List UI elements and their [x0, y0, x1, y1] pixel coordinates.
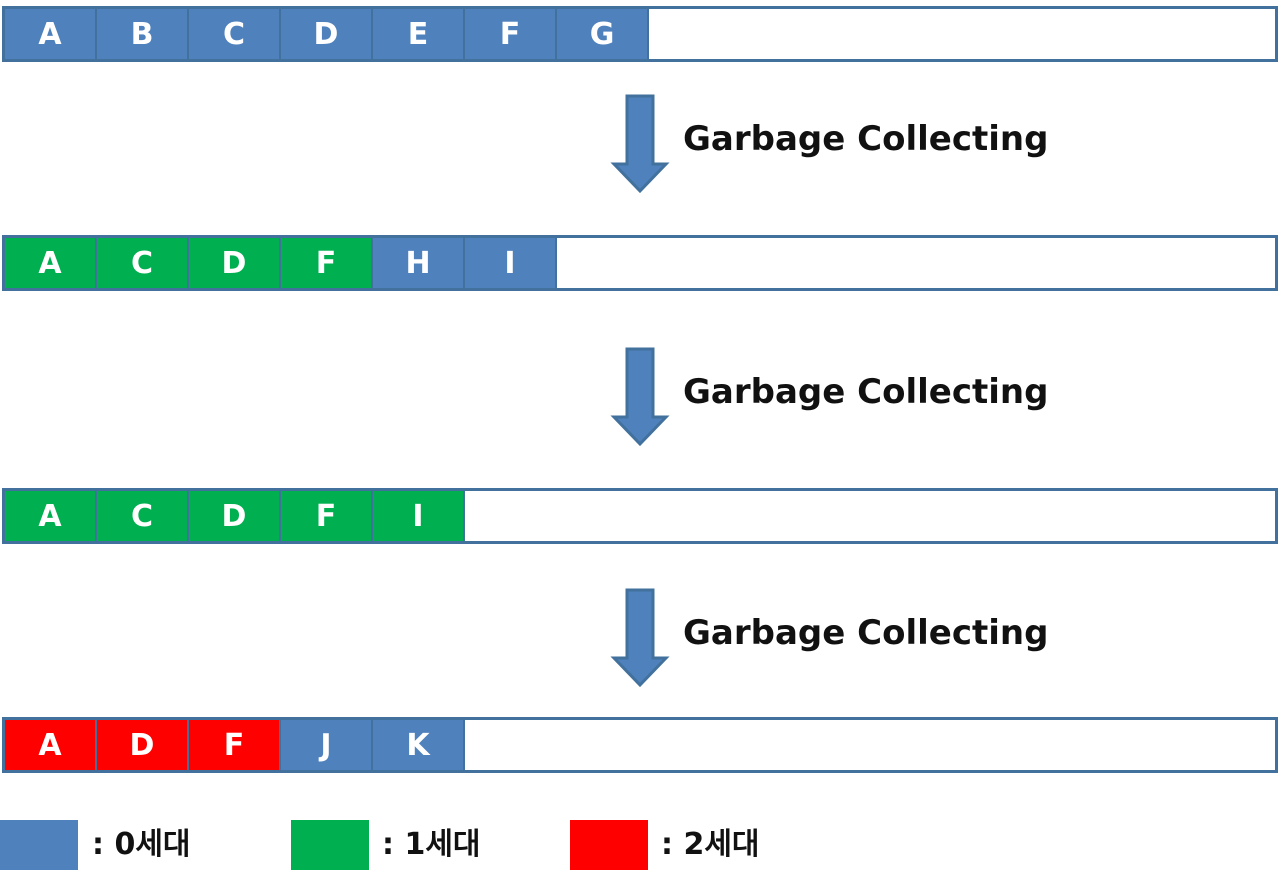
memory-cell-a: A — [5, 238, 97, 288]
legend-swatch-gen2 — [570, 820, 648, 870]
memory-cell-e: E — [373, 9, 465, 59]
gc-label-1: Garbage Collecting — [683, 119, 1049, 159]
memory-cell-j: J — [281, 720, 373, 770]
down-arrow-icon — [610, 588, 670, 688]
legend-label-gen1: : 1세대 — [382, 827, 481, 862]
memory-cell-i: I — [373, 491, 465, 541]
memory-cell-k: K — [373, 720, 465, 770]
memory-cell-d: D — [189, 238, 281, 288]
memory-cell-c: C — [97, 238, 189, 288]
gc-label-3: Garbage Collecting — [683, 613, 1049, 653]
memory-cell-h: H — [373, 238, 465, 288]
memory-cell-a: A — [5, 491, 97, 541]
memory-cell-f: F — [281, 491, 373, 541]
memory-cell-d: D — [97, 720, 189, 770]
memory-cell-b: B — [97, 9, 189, 59]
gc-label-2: Garbage Collecting — [683, 372, 1049, 412]
legend-swatch-gen0 — [0, 820, 78, 870]
memory-cell-f: F — [281, 238, 373, 288]
legend-label-gen0: : 0세대 — [92, 827, 191, 862]
legend-label-gen2: : 2세대 — [661, 827, 760, 862]
memory-cell-f: F — [189, 720, 281, 770]
memory-cell-c: C — [97, 491, 189, 541]
memory-cell-d: D — [189, 491, 281, 541]
down-arrow-icon — [610, 347, 670, 447]
memory-cell-a: A — [5, 9, 97, 59]
memory-cell-c: C — [189, 9, 281, 59]
legend-swatch-gen1 — [291, 820, 369, 870]
memory-cell-a: A — [5, 720, 97, 770]
memory-cell-g: G — [557, 9, 649, 59]
down-arrow-icon — [610, 94, 670, 194]
memory-cell-f: F — [465, 9, 557, 59]
memory-cell-i: I — [465, 238, 557, 288]
memory-cell-d: D — [281, 9, 373, 59]
